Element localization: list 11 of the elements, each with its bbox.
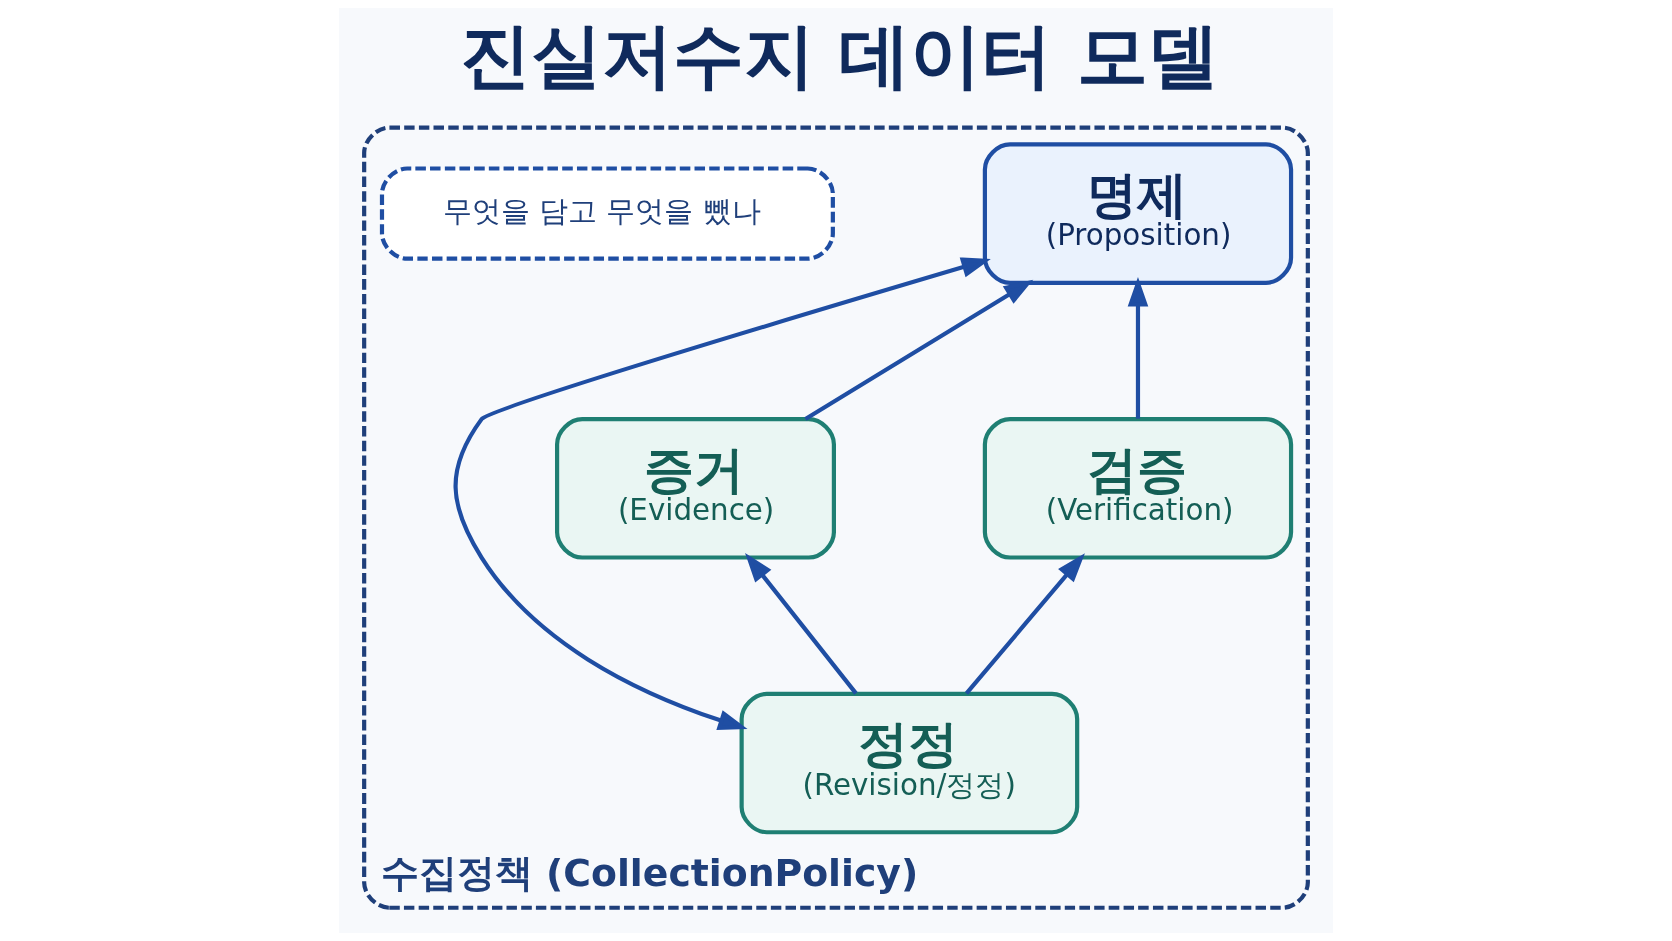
arrow [453,257,991,730]
node-box: 명제 (Proposition) [982,142,1294,285]
diagram-title: 진실저수지 데이터 모델 [459,13,1220,97]
node-box: 정정 (Revision/정정) [739,691,1080,835]
arrow [1127,277,1149,419]
node-box: 검증 (Verification) [982,417,1294,560]
arrow [804,279,1034,421]
arrow [964,553,1085,695]
arrow [745,553,858,695]
node-box: 증거 (Evidence) [555,417,836,560]
node-box: 무엇을 담고 무엇을 뺐나 [379,166,835,261]
